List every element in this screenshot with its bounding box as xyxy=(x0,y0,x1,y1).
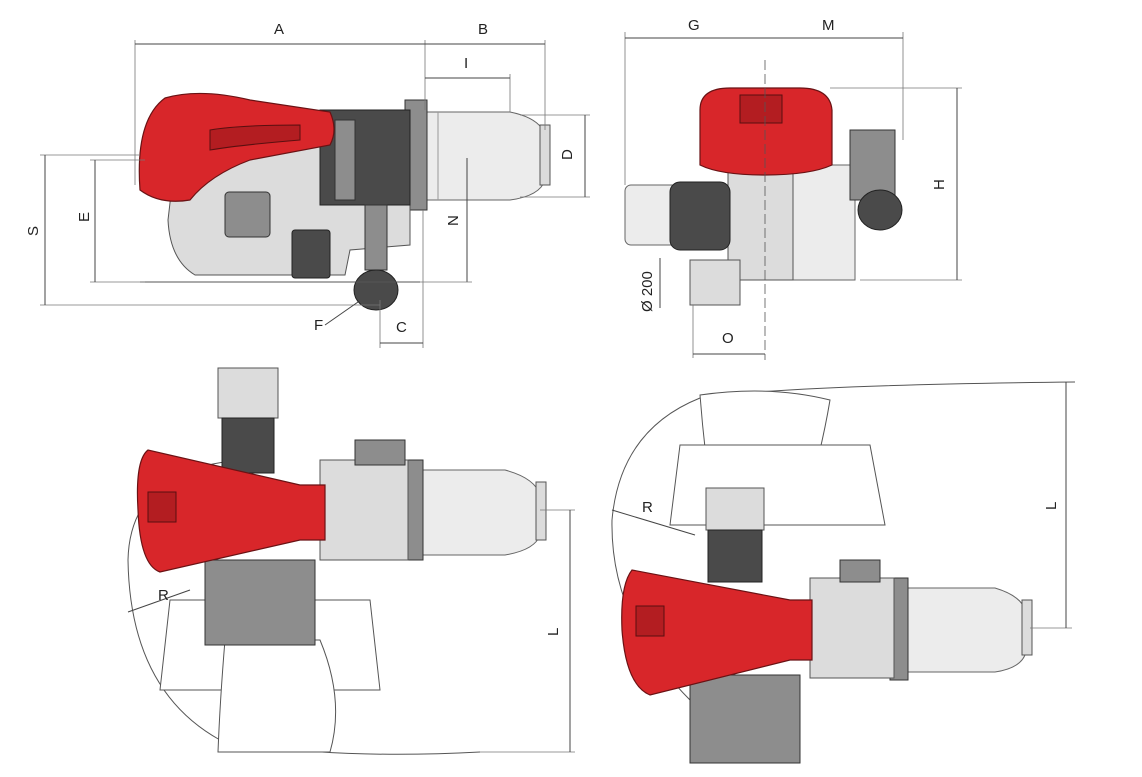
side-red-cover xyxy=(138,92,335,202)
label-a: A xyxy=(274,21,284,38)
label-r-right: R xyxy=(642,499,653,516)
label-m: M xyxy=(822,17,835,34)
label-g: G xyxy=(688,17,700,34)
ghost-motor-right xyxy=(669,444,886,526)
label-s: S xyxy=(25,226,42,236)
side-gas-pipe xyxy=(364,204,388,271)
side-tube-nozzle xyxy=(539,124,551,186)
side-view: A B I D S E N F C xyxy=(25,21,590,348)
label-o: O xyxy=(722,330,734,347)
top-left-motor xyxy=(217,367,279,419)
radius-line-right xyxy=(611,509,696,536)
label-f: F xyxy=(314,317,323,334)
label-b: B xyxy=(478,21,488,38)
side-gas-flange xyxy=(353,269,399,311)
label-n: N xyxy=(445,215,462,226)
side-motor xyxy=(224,191,271,238)
front-actuator xyxy=(857,189,903,231)
front-red-cover xyxy=(699,87,833,176)
side-blast-tube xyxy=(424,111,546,201)
front-valve xyxy=(849,129,896,201)
label-r-left: R xyxy=(158,587,169,604)
side-servo xyxy=(291,229,331,279)
radius-line-left xyxy=(127,589,191,613)
top-left-red-cover xyxy=(136,449,326,573)
label-i: I xyxy=(464,55,468,72)
top-right-red-cover xyxy=(621,569,813,696)
top-view-right: R L xyxy=(611,381,1076,764)
side-valve-detail xyxy=(334,119,356,201)
label-l-right: L xyxy=(1043,502,1060,510)
top-right-blast-tube xyxy=(904,587,1027,673)
front-view: G M H Ø 200 O xyxy=(624,17,962,360)
label-l-left: L xyxy=(545,628,562,636)
top-right-motor xyxy=(705,487,765,531)
top-view-left: R L xyxy=(127,367,575,755)
front-right-body xyxy=(784,164,856,281)
front-gas-pipe xyxy=(689,259,741,306)
top-left-blast-tube xyxy=(419,469,541,556)
label-c: C xyxy=(396,319,407,336)
label-d: D xyxy=(559,149,576,160)
label-h: H xyxy=(931,179,948,190)
label-e: E xyxy=(76,212,93,222)
label-phi200: Ø 200 xyxy=(639,271,656,312)
leader-f xyxy=(324,301,359,326)
